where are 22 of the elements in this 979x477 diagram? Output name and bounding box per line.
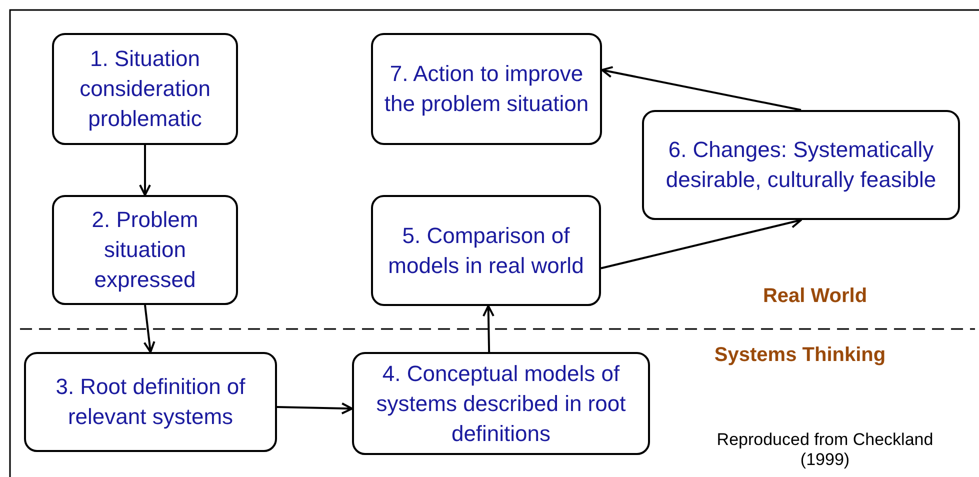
step-text: 6. Changes: Systematically desirable, culturally feasible [664, 136, 938, 194]
arrow [482, 305, 494, 352]
region-label: Real World [762, 285, 868, 308]
step-text: 5. Comparison of models in real world [387, 222, 585, 280]
step-text: 7. Action to improve the problem situation [383, 60, 590, 118]
arrow [601, 66, 802, 111]
process-box [352, 352, 650, 455]
arrow [143, 304, 156, 353]
step-text: 4. Conceptual models of systems described in root definitions [375, 360, 627, 448]
step-text: 3. Root definition of relevant systems [54, 373, 246, 431]
process-box [52, 33, 238, 145]
process-box [371, 33, 602, 145]
process-box [642, 110, 960, 220]
region-label: Systems Thinking [713, 344, 887, 367]
step-text: 2. Problem situation expressed [90, 206, 200, 294]
step-text: 1. Situation consideration problematic [78, 45, 212, 133]
source-note: Reproduced from Checkland (1999) [716, 430, 934, 470]
process-box [24, 352, 277, 452]
process-box [52, 195, 238, 305]
process-box [371, 195, 601, 306]
arrow [276, 402, 353, 414]
arrow [139, 145, 151, 196]
